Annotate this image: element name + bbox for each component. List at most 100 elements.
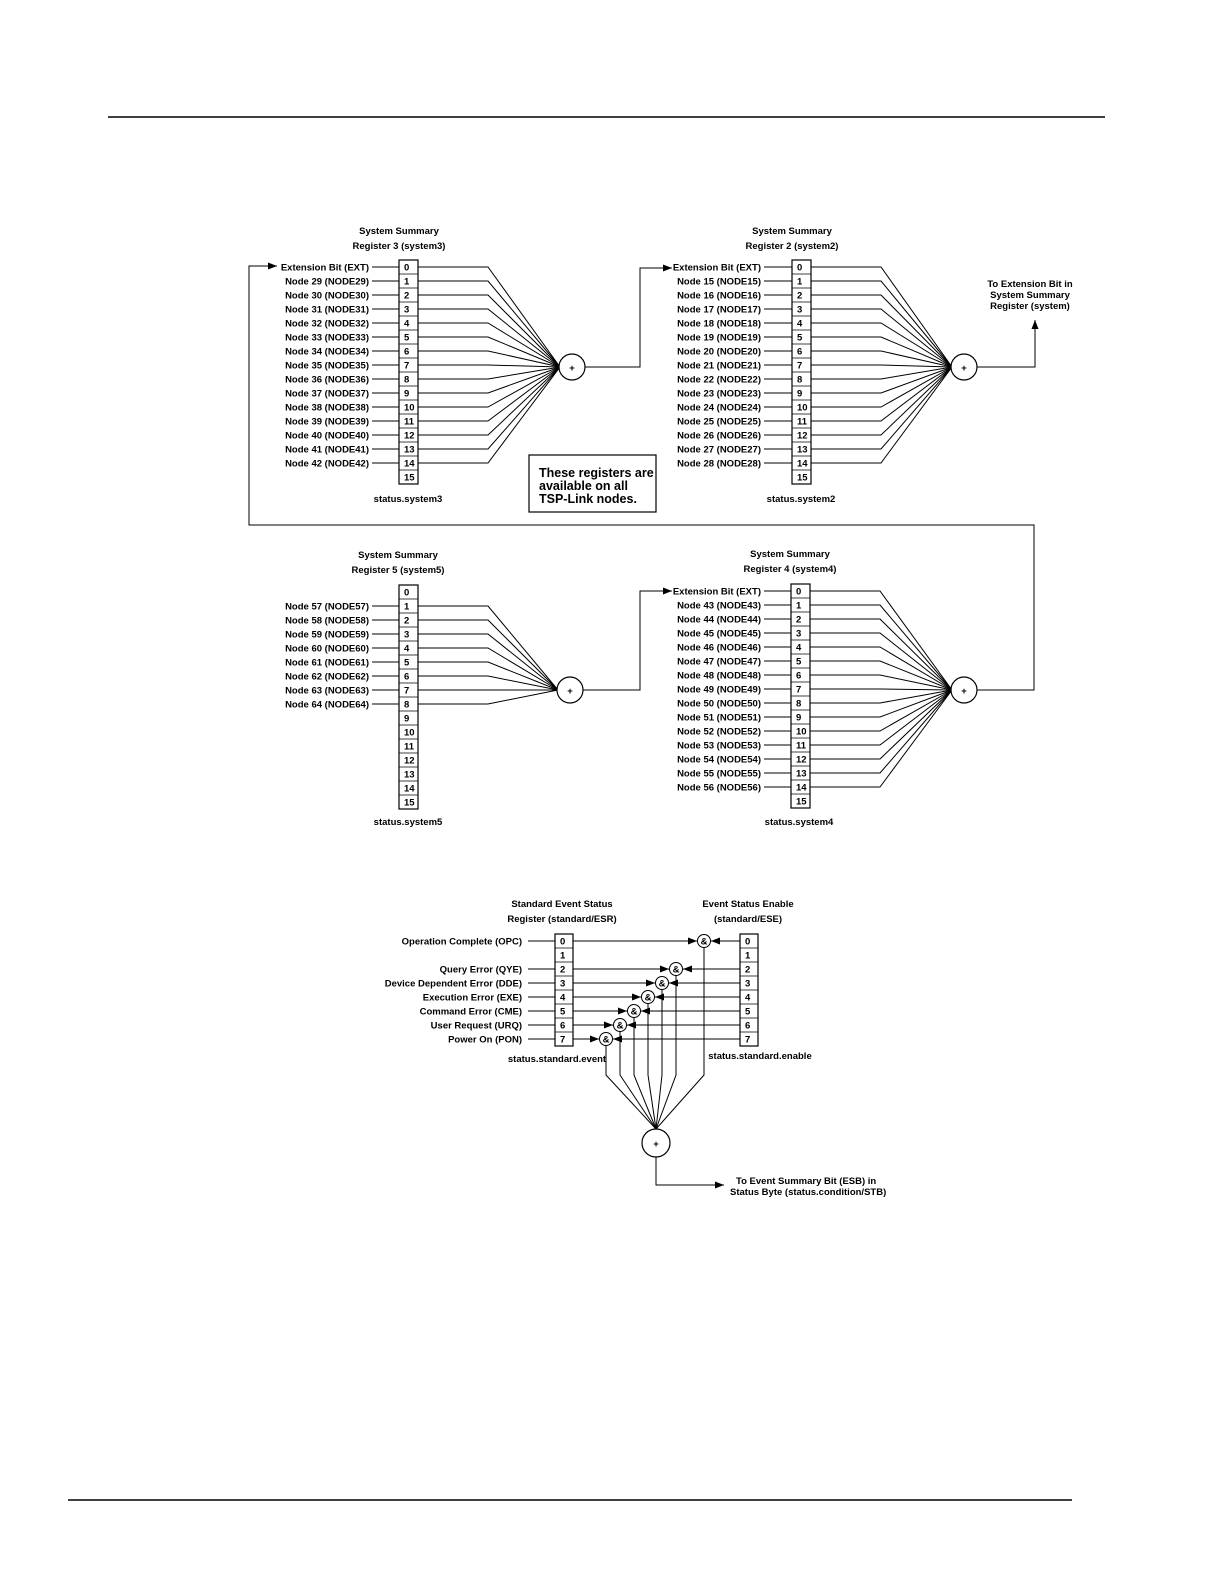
system2-bit-label: Node 28 (NODE28) bbox=[677, 459, 761, 470]
system5-bit-number: 11 bbox=[404, 742, 415, 753]
esr-bit-number: 4 bbox=[560, 993, 566, 1004]
system2-bit-number: 15 bbox=[797, 473, 808, 484]
system2-bit-label: Node 20 (NODE20) bbox=[677, 347, 761, 358]
system2-summary-line bbox=[811, 308, 953, 368]
ese-bit-number: 3 bbox=[745, 979, 750, 990]
system3-bit-number: 5 bbox=[404, 333, 410, 344]
system4-to-system3-connection bbox=[248, 262, 1035, 691]
system5-bit-number: 15 bbox=[404, 798, 415, 809]
esr-bit-number: 7 bbox=[560, 1035, 565, 1046]
system4-summary-line bbox=[810, 689, 953, 760]
note-line-2: available on all bbox=[539, 479, 628, 493]
system5-caption: status.system5 bbox=[374, 817, 443, 828]
system4-bit-number: 4 bbox=[796, 643, 802, 654]
system3-bit-number: 6 bbox=[404, 347, 409, 358]
system3-bit-label: Node 36 (NODE36) bbox=[285, 375, 369, 386]
system2-summary-line bbox=[811, 294, 953, 368]
system3-bit-number: 4 bbox=[404, 319, 410, 330]
system2-bit-number: 2 bbox=[797, 291, 802, 302]
system4-bit-label: Node 45 (NODE45) bbox=[677, 629, 761, 640]
esr-bit-label: Power On (PON) bbox=[448, 1035, 522, 1046]
system5-bit-number: 6 bbox=[404, 672, 409, 683]
system5-bit-label: Node 62 (NODE62) bbox=[285, 672, 369, 683]
system3-summary-line bbox=[418, 366, 561, 464]
system5-or-symbol: + bbox=[567, 686, 573, 697]
system5-bit-number: 4 bbox=[404, 644, 410, 655]
system2-bit-label: Node 23 (NODE23) bbox=[677, 389, 761, 400]
system2-bit-label: Extension Bit (EXT) bbox=[673, 263, 761, 274]
system4-summary-line bbox=[810, 590, 953, 691]
system5-bit-number: 13 bbox=[404, 770, 415, 781]
system3-bit-label: Node 40 (NODE40) bbox=[285, 431, 369, 442]
system2-summary-line bbox=[811, 364, 953, 368]
system5-bit-label: Node 58 (NODE58) bbox=[285, 616, 369, 627]
esr-caption: status.standard.event bbox=[508, 1054, 607, 1065]
system2-bit-number: 4 bbox=[797, 319, 803, 330]
system3-bit-label: Node 37 (NODE37) bbox=[285, 389, 369, 400]
system4-summary-line bbox=[810, 632, 953, 691]
and-to-or-line bbox=[655, 989, 663, 1130]
system4-bit-number: 9 bbox=[796, 713, 801, 724]
system3-bit-number: 3 bbox=[404, 305, 409, 316]
system2-summary-line bbox=[811, 366, 953, 422]
and-to-or-line bbox=[633, 1017, 657, 1130]
system5-summary-line bbox=[418, 689, 559, 705]
system4-bit-number: 11 bbox=[796, 741, 807, 752]
system3-bit-label: Extension Bit (EXT) bbox=[281, 263, 369, 274]
system5-bit-label: Node 60 (NODE60) bbox=[285, 644, 369, 655]
system4-bit-number: 13 bbox=[796, 769, 807, 780]
system3-bit-number: 7 bbox=[404, 361, 409, 372]
and-to-or-line bbox=[647, 1003, 657, 1130]
esr-bit-label: Query Error (QYE) bbox=[440, 965, 522, 976]
system2-bit-number: 7 bbox=[797, 361, 802, 372]
system4-bit-label: Node 54 (NODE54) bbox=[677, 755, 761, 766]
system4-summary-line bbox=[810, 689, 953, 774]
and-symbol: & bbox=[645, 993, 652, 1004]
system2-summary-line bbox=[811, 350, 953, 368]
esr-bit-number: 3 bbox=[560, 979, 565, 990]
system5-summary-line bbox=[418, 661, 559, 691]
system3-bit-label: Node 29 (NODE29) bbox=[285, 277, 369, 288]
system2-bit-label: Node 18 (NODE18) bbox=[677, 319, 761, 330]
and-symbol: & bbox=[701, 937, 708, 948]
system4-summary-line bbox=[810, 646, 953, 691]
system4-bit-label: Node 47 (NODE47) bbox=[677, 657, 761, 668]
system4-bit-label: Node 55 (NODE55) bbox=[677, 769, 761, 780]
system3-summary-line bbox=[418, 366, 561, 380]
system3-bit-label: Node 38 (NODE38) bbox=[285, 403, 369, 414]
system3-bit-number: 2 bbox=[404, 291, 409, 302]
system4-summary-line bbox=[810, 689, 953, 746]
standard-event-status: Standard Event Status Register (standard… bbox=[385, 899, 887, 1198]
system4-or-symbol: + bbox=[961, 686, 967, 697]
ese-bit-number: 0 bbox=[745, 937, 750, 948]
system3-summary-line bbox=[418, 308, 561, 368]
system2-bit-label: Node 27 (NODE27) bbox=[677, 445, 761, 456]
system2-output-label-2: System Summary bbox=[990, 290, 1070, 301]
system2-summary-line bbox=[811, 336, 953, 368]
system3-summary-line bbox=[418, 266, 561, 368]
system4-bit-number: 0 bbox=[796, 587, 801, 598]
system5-bit-number: 2 bbox=[404, 616, 409, 627]
system3-bit-number: 12 bbox=[404, 431, 415, 442]
system5-bit-number: 14 bbox=[404, 784, 415, 795]
esr-bit-label: Device Dependent Error (DDE) bbox=[385, 979, 522, 990]
system5-bit-number: 9 bbox=[404, 714, 409, 725]
and-symbol: & bbox=[603, 1035, 610, 1046]
esr-bit-label: Operation Complete (OPC) bbox=[402, 937, 522, 948]
system3-summary-line bbox=[418, 366, 561, 394]
system2-bit-label: Node 21 (NODE21) bbox=[677, 361, 761, 372]
system4-bit-number: 5 bbox=[796, 657, 802, 668]
esr-bit-number: 1 bbox=[560, 951, 566, 962]
system3-bit-number: 10 bbox=[404, 403, 415, 414]
and-to-or-line bbox=[655, 975, 677, 1130]
ese-bit-number: 4 bbox=[745, 993, 751, 1004]
and-to-or-line bbox=[605, 1045, 657, 1130]
system2-bit-label: Node 19 (NODE19) bbox=[677, 333, 761, 344]
ese-title-1: Event Status Enable bbox=[702, 899, 793, 910]
system4-summary-line bbox=[810, 660, 953, 691]
system5-bit-number: 1 bbox=[404, 602, 410, 613]
esb-or-symbol: + bbox=[653, 1139, 659, 1150]
system3-summary-line bbox=[418, 366, 561, 422]
system4-summary-line bbox=[810, 618, 953, 691]
system3-summary-line bbox=[418, 350, 561, 368]
